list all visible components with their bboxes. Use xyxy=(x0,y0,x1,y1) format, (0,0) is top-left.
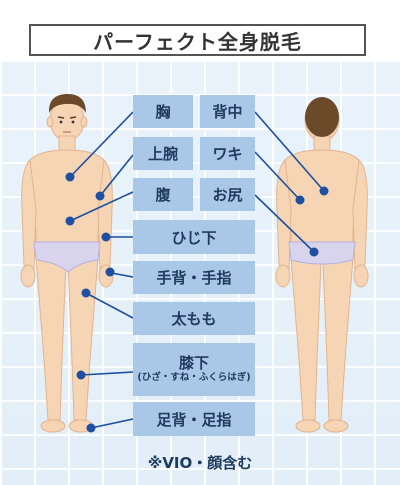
upper-arm-dot xyxy=(95,191,105,201)
hand-dot xyxy=(105,267,115,277)
hand-label[interactable]: 手背・手指 xyxy=(133,261,255,294)
knee-label-sub: (ひざ・すね・ふくらはぎ) xyxy=(137,371,251,383)
back-label[interactable]: 背中 xyxy=(200,95,255,128)
knee-label-main: 膝下 xyxy=(178,354,209,373)
armpit-label[interactable]: ワキ xyxy=(200,137,255,170)
chest-dot xyxy=(65,172,75,182)
elbow-label[interactable]: ひじ下 xyxy=(133,220,255,254)
chest-label[interactable]: 胸 xyxy=(133,95,193,128)
elbow-dot xyxy=(101,232,111,242)
footnote: ※VIO・顔含む xyxy=(147,454,253,472)
stomach-dot xyxy=(65,216,75,226)
thigh-dot xyxy=(81,288,91,298)
knee-dot xyxy=(76,370,86,380)
page-title: パーフェクト全身脱毛 xyxy=(29,24,366,56)
buttocks-dot xyxy=(309,247,319,257)
stomach-label[interactable]: 腹 xyxy=(133,178,193,211)
knee-label[interactable]: 膝下 (ひざ・すね・ふくらはぎ) xyxy=(133,343,255,396)
foot-dot xyxy=(86,423,96,433)
back-dot xyxy=(319,186,329,196)
upper-arm-label[interactable]: 上腕 xyxy=(133,137,193,170)
thigh-label[interactable]: 太もも xyxy=(133,302,255,335)
armpit-dot xyxy=(295,195,305,205)
buttocks-label[interactable]: お尻 xyxy=(200,178,255,211)
foot-label[interactable]: 足背・足指 xyxy=(133,402,255,436)
